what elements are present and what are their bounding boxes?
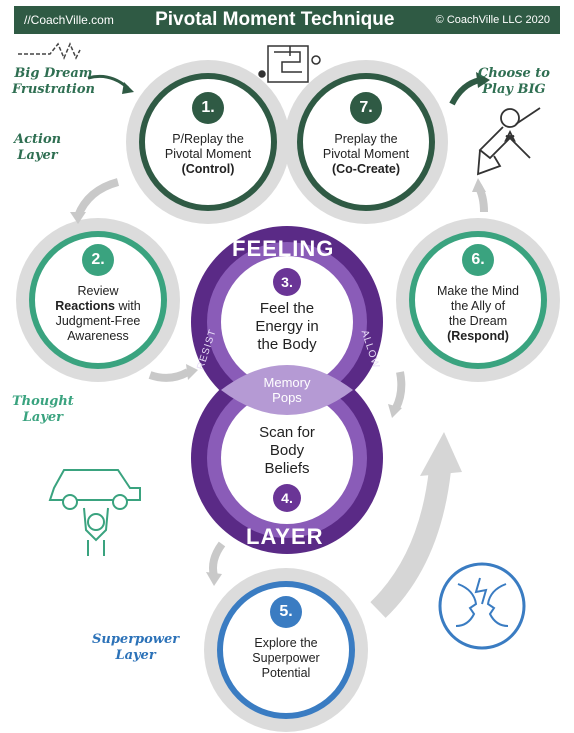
node-6-circle: [409, 231, 547, 369]
feeling-inner: [221, 256, 353, 388]
layer-label: LAYER: [246, 524, 324, 549]
node-7-circle: [297, 73, 435, 211]
node-1-circle: [139, 73, 277, 211]
arrow-center-to-4: [392, 371, 406, 410]
feeling-label: FEELING: [232, 236, 335, 261]
step-1: 1. P/Replay the Pivotal Moment (Control): [148, 92, 268, 177]
step-6-text: Make the Mind the Ally of the Dream (Res…: [437, 284, 519, 343]
header-bar: //CoachVille.com Pivotal Moment Techniqu…: [14, 6, 560, 34]
step-5-number: 5.: [270, 596, 302, 628]
memory-pops-label: Memory Pops: [263, 375, 311, 405]
step-3: 3. Feel the Energy in the Body: [237, 268, 337, 354]
step-2-number: 2.: [82, 244, 114, 276]
step-1-number: 1.: [192, 92, 224, 124]
step-6: 6. Make the Mind the Ally of the Dream (…: [418, 244, 538, 344]
action-layer-label: Action Layer: [14, 132, 62, 163]
page-title: Pivotal Moment Technique: [155, 9, 395, 30]
step-1-text: P/Replay the Pivotal Moment (Control): [164, 132, 252, 176]
arrow-choose-big: [449, 77, 481, 106]
step-5: 5. Explore the Superpower Potential: [226, 596, 346, 681]
step-6-number: 6.: [462, 244, 494, 276]
node-5-circle: [217, 581, 355, 719]
step-3-number: 3.: [273, 268, 301, 296]
step-7-number: 7.: [350, 92, 382, 124]
memory-pops-lens: [221, 365, 353, 415]
dialogue-faces-icon: [438, 562, 526, 650]
thought-layer-label: Thought Layer: [12, 394, 74, 425]
copyright: © CoachVille LLC 2020: [435, 14, 550, 26]
squiggle-line-icon: [18, 42, 81, 60]
maze-icon: [258, 45, 321, 83]
car-lift-icon: [48, 469, 141, 556]
arrow-2-to-center: [148, 368, 190, 382]
node-2-circle: [29, 231, 167, 369]
step-2-text: Review Reactions with Judgment-Free Awar…: [55, 284, 141, 343]
step-4: Scan for Body Beliefs 4.: [237, 424, 337, 512]
step-2: 2. Review Reactions with Judgment-Free A…: [38, 244, 158, 344]
step-7-text: Preplay the Pivotal Moment (Co-Create): [322, 132, 410, 176]
arrow-1-to-2: [74, 178, 120, 218]
step-4-number: 4.: [273, 484, 301, 512]
superhero-icon: [476, 107, 541, 176]
choose-big-label: Choose to Play BIG: [478, 66, 550, 97]
arrow-4-to-5: [209, 541, 226, 577]
site-url[interactable]: //CoachVille.com: [24, 13, 114, 27]
superpower-layer-label: Superpower Layer: [92, 632, 180, 663]
step-5-text: Explore the Superpower Potential: [252, 636, 320, 680]
step-7: 7. Preplay the Pivotal Moment (Co-Create…: [306, 92, 426, 177]
step-3-text: Feel the Energy in the Body: [255, 300, 319, 353]
step-4-text: Scan for Body Beliefs: [259, 424, 315, 477]
arrow-5-to-6: [370, 468, 451, 618]
layer-inner: [221, 392, 353, 524]
big-dream-label: Big Dream Frustration: [12, 66, 95, 97]
